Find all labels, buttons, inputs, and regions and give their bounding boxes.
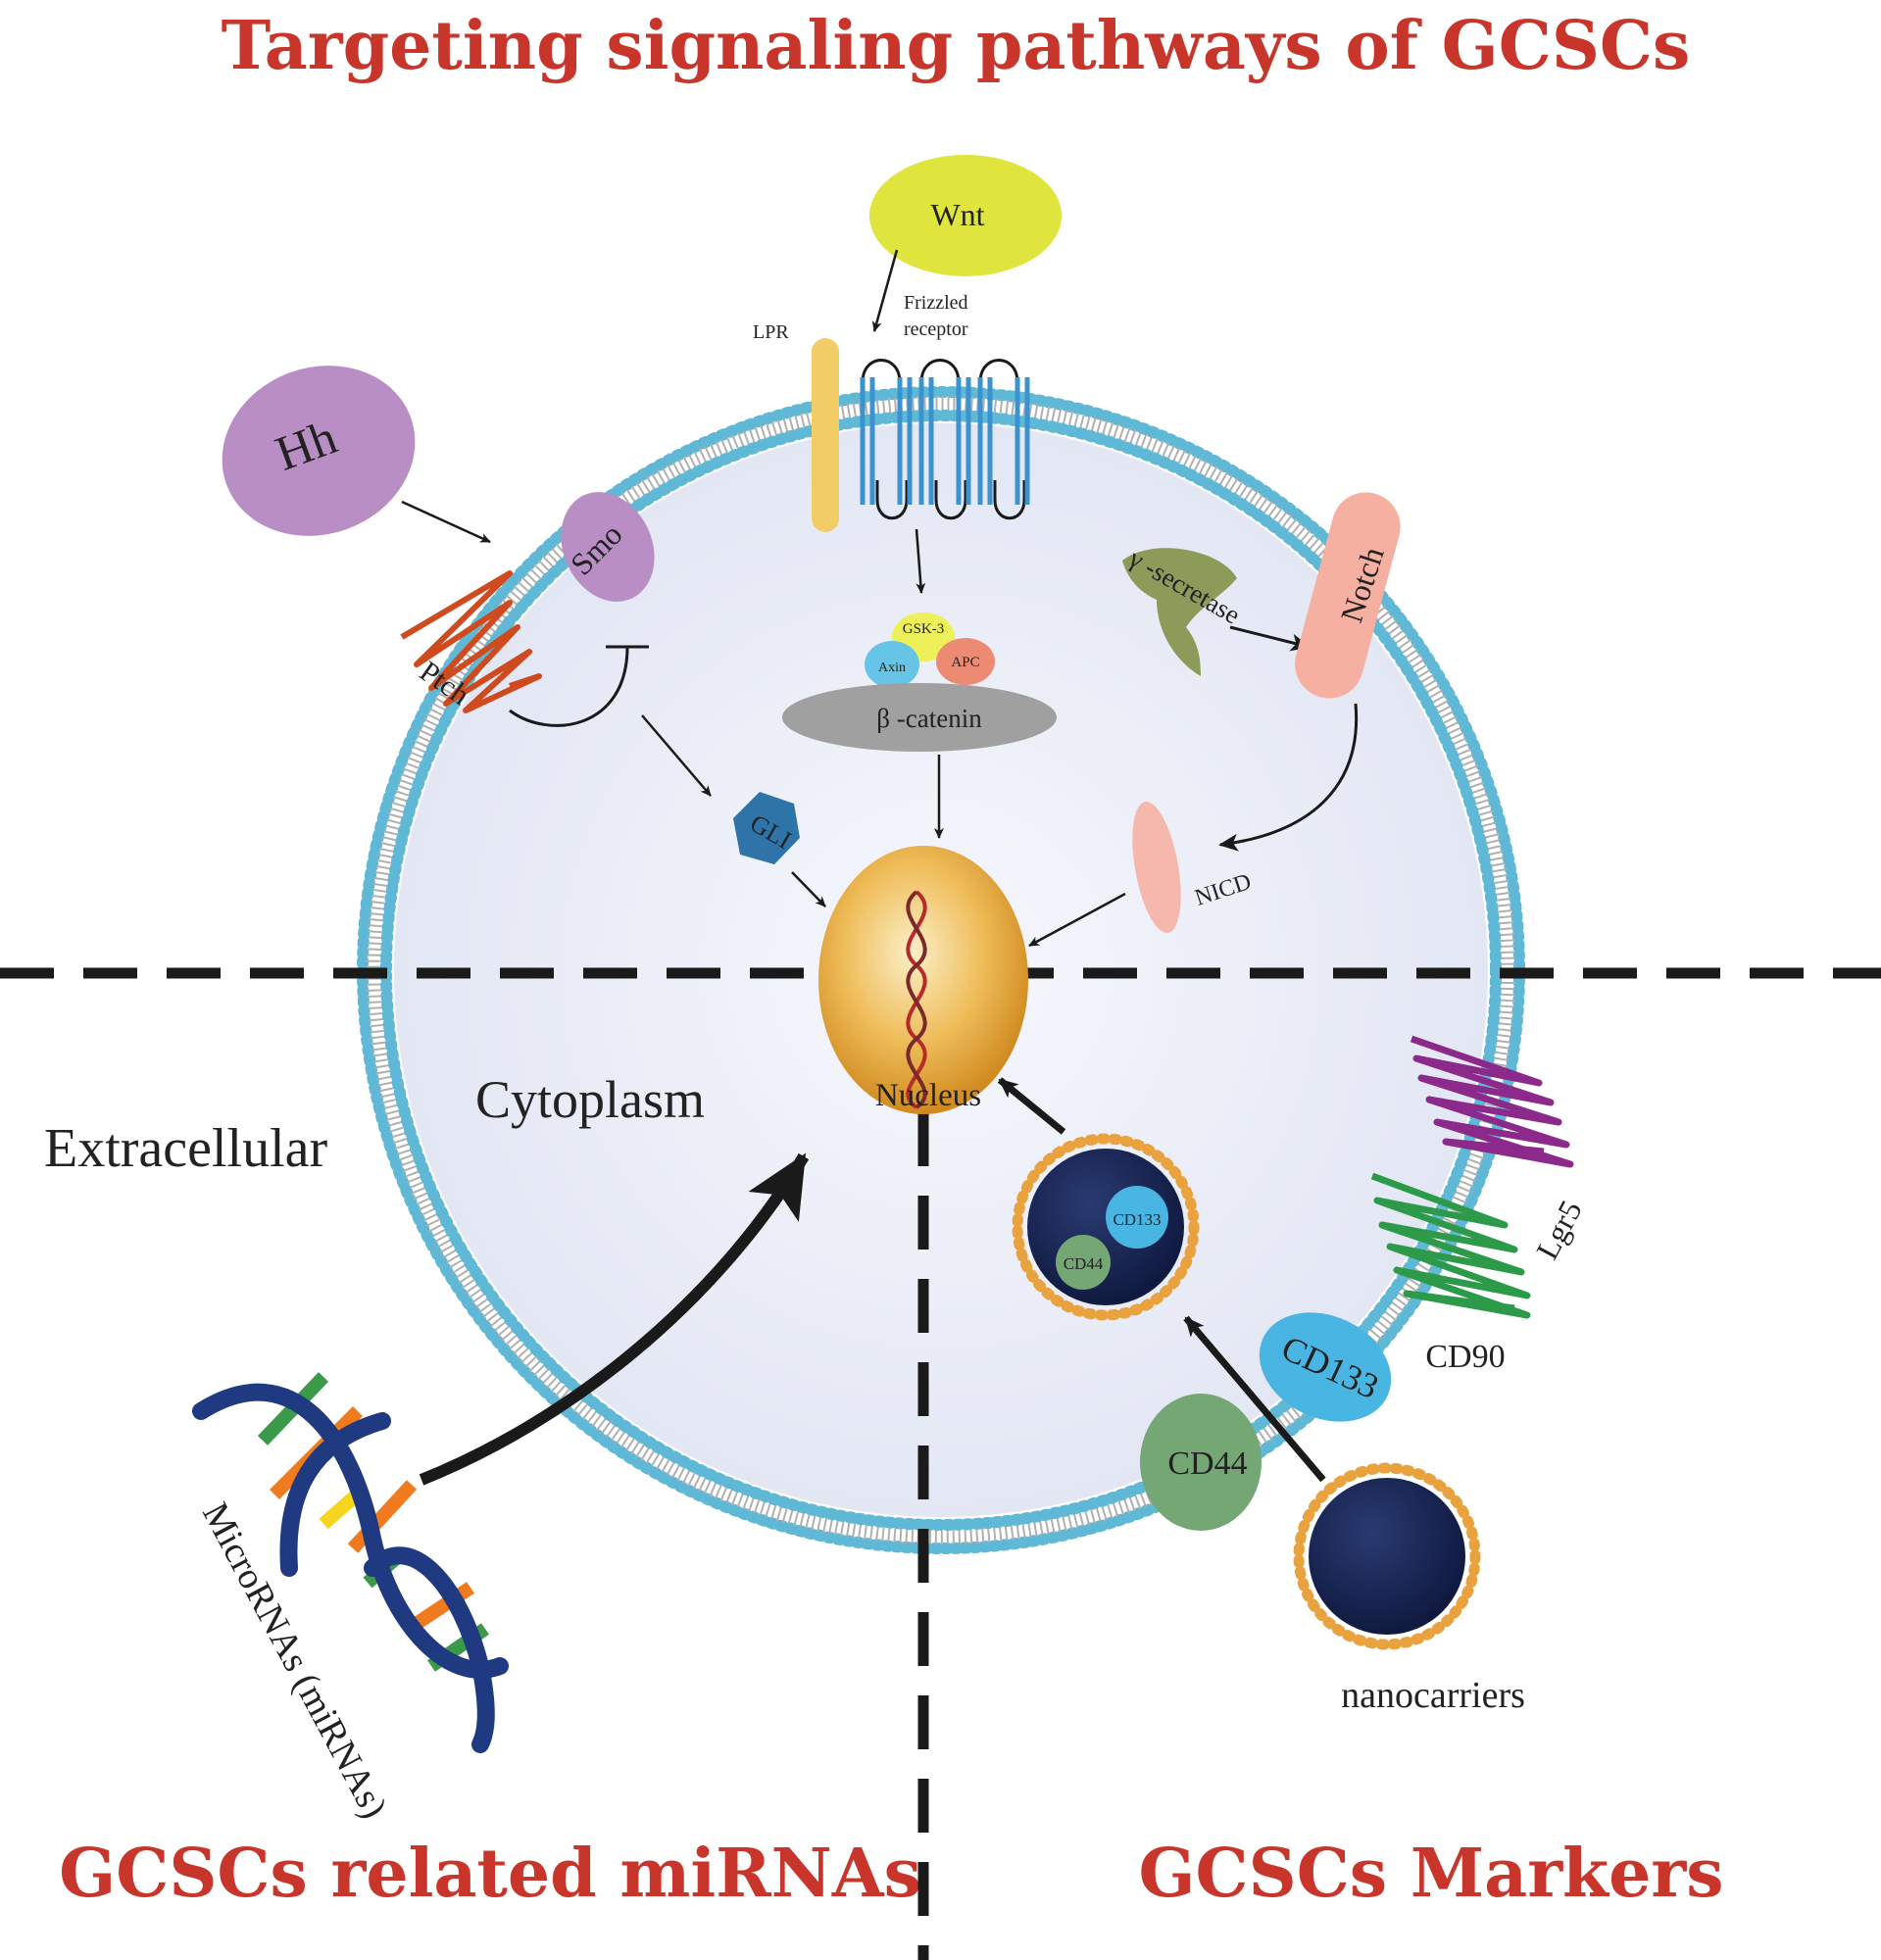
arrow-carrier-to-nucleus	[997, 1077, 1066, 1135]
arrow-smo-to-gli	[641, 714, 712, 797]
beta-catenin-label: β -catenin	[876, 704, 982, 733]
nanocarrier-free	[1309, 1478, 1465, 1635]
cd90-marker	[1370, 1172, 1531, 1319]
apc-protein	[936, 638, 995, 685]
gsk3-label: GSK-3	[903, 621, 945, 637]
nanocarrier-loaded-beads	[1012, 1133, 1200, 1321]
nucleus: Nucleus	[818, 846, 1028, 1114]
axin-label: Axin	[878, 661, 906, 675]
mirna-backbone-1	[192, 1383, 509, 1679]
apc-label: APC	[951, 655, 979, 670]
arrow-mirna-to-nucleus	[419, 1152, 810, 1486]
arrow-hh-to-smo	[401, 500, 491, 544]
notch-receptor	[1295, 492, 1401, 699]
frizzled-loops-top	[861, 359, 1019, 412]
gamma-secretase	[1122, 548, 1237, 676]
title-bottom-right: GCSCs Markers	[1138, 1835, 1723, 1913]
beta-catenin	[782, 683, 1057, 752]
cd133-marker	[1259, 1312, 1392, 1422]
label-nucleus: Nucleus	[875, 1078, 981, 1113]
arrow-frizzled-to-complex	[915, 528, 926, 594]
frizzled-helices	[860, 377, 1030, 505]
nanocarrier-free-beads	[1293, 1462, 1481, 1650]
arrow-secretase-to-notch	[1229, 625, 1311, 652]
wnt-pathway: Wnt Frizzled receptor LPR GSK-3 Axin APC…	[753, 155, 1062, 839]
axin-protein	[865, 641, 919, 688]
arrow-free-carrier-to-loaded	[1183, 1315, 1326, 1483]
wnt-ligand	[869, 155, 1062, 276]
cd44-marker	[1140, 1394, 1262, 1531]
cd90-label: CD90	[1425, 1339, 1505, 1375]
frizzled-loops-bottom	[875, 480, 1026, 520]
hedgehog-pathway: Hh Smo Ptch GLI	[222, 366, 826, 907]
arrow-gli-to-nucleus	[791, 871, 826, 907]
ptch-receptor	[400, 570, 542, 713]
carrier-cd44	[1056, 1235, 1111, 1290]
mirna-rung-4	[347, 1480, 418, 1553]
cd44-label: CD44	[1167, 1446, 1247, 1482]
arrow-nicd-to-nucleus	[1028, 892, 1126, 948]
lpr-receptor	[812, 338, 839, 532]
gli-protein	[733, 792, 800, 864]
frizzled-receptor	[860, 359, 1030, 520]
frizzled-label-line2: receptor	[904, 318, 968, 340]
carrier-cd44-label: CD44	[1064, 1254, 1104, 1273]
mirna-backbone-2	[279, 1412, 495, 1753]
nanocarriers-label: nanocarriers	[1341, 1675, 1525, 1716]
lgr5-marker	[1410, 1035, 1574, 1168]
arrow-notch-to-nicd	[1218, 703, 1359, 852]
carrier-cd133-label: CD133	[1113, 1210, 1161, 1229]
nicd-fragment	[1132, 801, 1181, 934]
lgr5-label: Lgr5	[1529, 1195, 1589, 1265]
label-cytoplasm: Cytoplasm	[475, 1070, 705, 1129]
nucleus-dna-strand-2	[906, 890, 927, 1109]
inhibit-ptch-smo	[509, 646, 629, 727]
hh-ligand	[222, 366, 416, 536]
nanocarriers: CD133 CD44 nanocarriers	[997, 1077, 1525, 1716]
title-top: Targeting signaling pathways of GCSCs	[222, 7, 1691, 85]
arrow-wnt-to-frizzled	[871, 249, 899, 332]
smo-receptor	[561, 492, 655, 602]
wnt-ligand-label: Wnt	[930, 197, 984, 232]
frizzled-label-line1: Frizzled	[904, 292, 968, 314]
title-bottom-left: GCSCs related miRNAs	[59, 1835, 921, 1913]
label-extracellular: Extracellular	[44, 1118, 328, 1179]
carrier-cd133	[1106, 1186, 1168, 1249]
lpr-label: LPR	[753, 321, 789, 343]
